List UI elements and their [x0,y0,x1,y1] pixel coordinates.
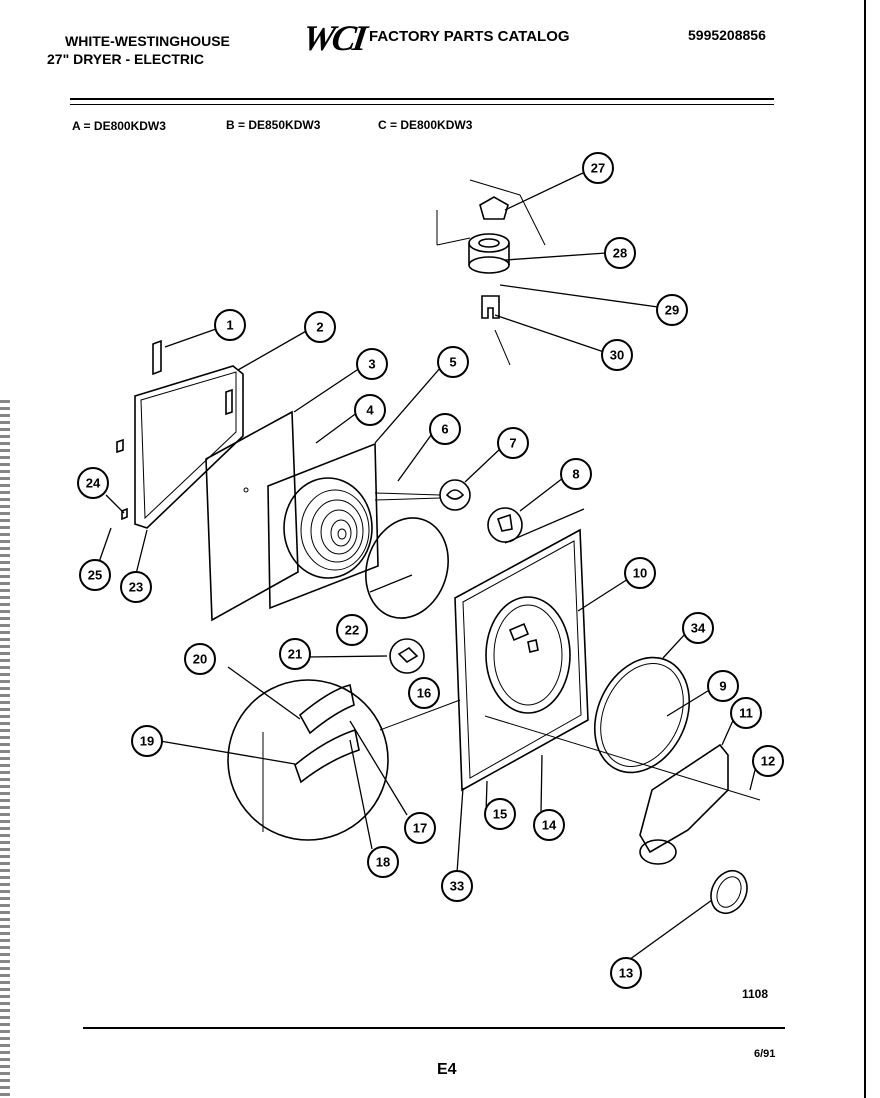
callout-12: 12 [752,745,784,777]
scan-edge-marks [0,400,10,1098]
lamp-assembly [436,179,546,319]
callout-18: 18 [367,846,399,878]
callout-9: 9 [707,670,739,702]
callout-label: 25 [88,568,102,583]
callout-label: 12 [761,754,775,769]
callout-label: 22 [345,623,359,638]
callout-label: 29 [665,303,679,318]
callout-14: 14 [533,809,565,841]
page-border-right [864,0,866,1098]
callout-13: 13 [610,957,642,989]
callout-label: 2 [316,320,323,335]
callout-23: 23 [120,571,152,603]
callout-29: 29 [656,294,688,326]
catalog-number: 5995208856 [688,27,766,43]
callout-label: 17 [413,821,427,836]
callout-20: 20 [184,643,216,675]
callout-6: 6 [429,413,461,445]
door-liner [267,442,379,610]
callout-34: 34 [682,612,714,644]
callout-label: 14 [542,818,557,833]
callout-10: 10 [624,557,656,589]
callout-label: 5 [449,355,456,370]
lint-duct [639,743,748,914]
callout-label: 34 [691,621,706,636]
model-c: C = DE800KDW3 [378,118,473,132]
callout-label: 6 [441,422,448,437]
callout-label: 20 [193,652,207,667]
catalog-title: FACTORY PARTS CATALOG [369,28,570,45]
callout-label: 4 [366,403,374,418]
bulkhead-seal [593,656,691,774]
date-code: 6/91 [754,1048,776,1060]
model-b: B = DE850KDW3 [226,118,321,132]
callout-label: 23 [129,580,143,595]
front-panel [454,528,589,792]
callout-label: 8 [572,467,579,482]
brand-name: WHITE-WESTINGHOUSE [65,33,230,49]
callout-30: 30 [601,339,633,371]
callout-21: 21 [279,638,311,670]
callout-label: 16 [417,686,431,701]
callout-16: 16 [408,677,440,709]
callout-label: 13 [619,966,633,981]
callout-label: 15 [493,807,507,822]
callout-label: 9 [719,679,726,694]
inner-door-sheet [205,410,299,622]
callout-19: 19 [131,725,163,757]
callout-label: 21 [288,647,302,662]
page-code: E4 [437,1061,457,1078]
callout-label: 18 [376,855,390,870]
door-assembly [116,339,244,529]
leader-lines [97,171,761,963]
diagram-id: 1108 [742,987,769,1001]
callout-11: 11 [730,697,762,729]
product-type: 27" DRYER - ELECTRIC [47,51,205,67]
callout-17: 17 [404,812,436,844]
callout-label: 30 [610,348,624,363]
footer-rule [83,1027,785,1029]
header-rule [70,98,774,100]
callout-label: 27 [591,161,605,176]
callout-2: 2 [304,311,336,343]
header-rule-thin [70,104,774,105]
callout-label: 24 [86,476,101,491]
callout-label: 11 [739,706,753,721]
callout-25: 25 [79,559,111,591]
callout-1: 1 [214,309,246,341]
callout-label: 19 [140,734,154,749]
callout-label: 10 [633,566,647,581]
catch-parts [374,479,523,674]
detail-bubble [227,679,461,841]
callout-label: 3 [368,357,375,372]
callout-label: 28 [613,246,627,261]
callout-27: 27 [582,152,614,184]
callout-label: 1 [226,318,233,333]
callout-7: 7 [497,427,529,459]
callout-24: 24 [77,467,109,499]
callout-15: 15 [484,798,516,830]
callout-label: 33 [450,879,464,894]
callout-8: 8 [560,458,592,490]
callout-22: 22 [336,614,368,646]
callout-5: 5 [437,346,469,378]
callout-3: 3 [356,348,388,380]
callout-28: 28 [604,237,636,269]
callout-33: 33 [441,870,473,902]
model-a: A = DE800KDW3 [72,119,166,133]
callout-4: 4 [354,394,386,426]
door-seal-ring [365,517,449,619]
callout-label: 7 [509,436,516,451]
